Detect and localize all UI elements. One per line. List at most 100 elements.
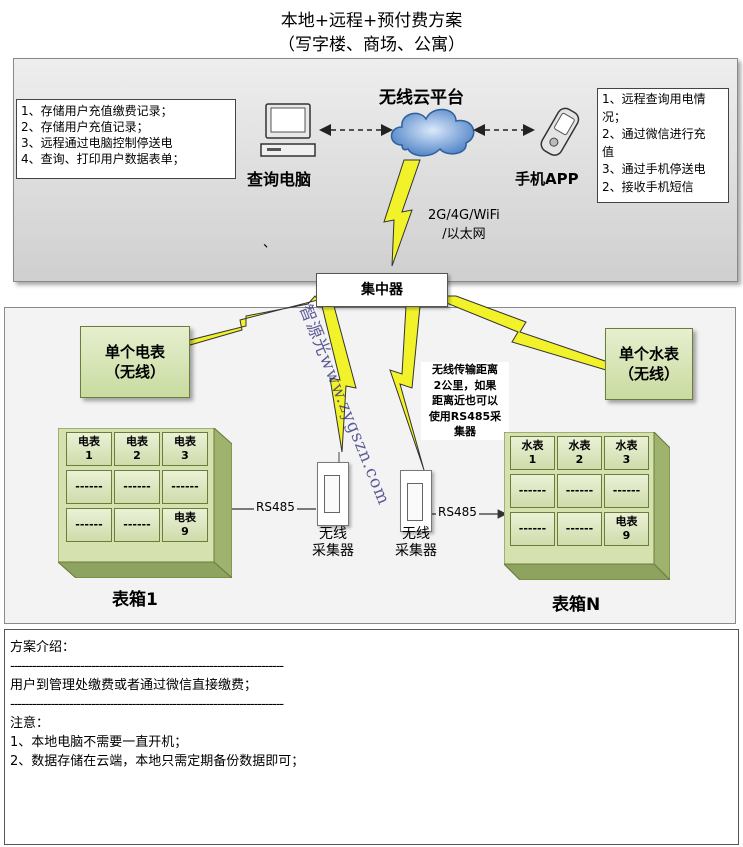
note-line: 无线传输距离 <box>432 363 498 376</box>
meter-cell-name: ------ <box>123 518 151 531</box>
network-line: /以太网 <box>442 227 486 242</box>
meter-cell-name: 电表 <box>78 435 100 448</box>
intro-note-1: 1、本地电脑不需要一直开机； <box>10 735 188 750</box>
intro-note-2: 2、数据存储在云端，本地只需定期备份数据即可； <box>10 754 305 769</box>
meter-label: 单个电表 <box>104 343 165 361</box>
note-line: 值 <box>602 144 615 159</box>
meter-cell: ------ <box>66 470 112 504</box>
meter-cell-number: 1 <box>85 449 93 462</box>
phone-icon <box>540 107 580 156</box>
note-line: 2、接收手机短信 <box>602 179 694 194</box>
lightning-bolt-icon <box>321 305 357 453</box>
note-line: 1、存储用户充值缴费记录； <box>21 104 173 118</box>
app-functions-note: 1、远程查询用电情 况； 2、通过微信进行充 值 3、通过手机停送电 2、接收手… <box>597 88 729 203</box>
note-line: 4、查询、打印用户数据表单； <box>21 152 185 166</box>
meter-cell-name: 水表 <box>521 439 544 452</box>
meter-cell-name: ------ <box>612 484 641 497</box>
meter-cell-number: 2 <box>133 449 141 462</box>
note-line: 3、远程通过电脑控制停送电 <box>21 136 173 150</box>
wireless-range-note: 无线传输距离 2公里，如果 距离近也可以 使用RS485采 集器 <box>421 362 509 440</box>
single-electric-meter: 单个电表 （无线） <box>80 326 190 398</box>
rs485-label-left: RS485 <box>254 500 297 514</box>
meter-cell-name: ------ <box>565 484 594 497</box>
meter-cell-number: 9 <box>181 525 189 538</box>
box1-label: 表箱1 <box>112 590 158 610</box>
meter-label: （无线） <box>618 365 679 383</box>
wireless-collector-2 <box>400 470 432 532</box>
meter-cell-number: 2 <box>575 453 584 466</box>
meter-label: 单个水表 <box>618 345 679 363</box>
meter-cell-number: 9 <box>622 529 631 542</box>
intro-note-heading: 注意： <box>10 716 50 731</box>
meter-cell-name: ------ <box>75 480 103 493</box>
meter-cell: ------ <box>604 474 649 508</box>
meter-cell-name: ------ <box>565 522 594 535</box>
note-line: 2、通过微信进行充 <box>602 127 706 141</box>
phone-label: 手机APP <box>515 170 579 188</box>
meter-cell: ------ <box>66 508 112 542</box>
note-line: 2公里，如果 <box>433 378 497 392</box>
wireless-collector-1 <box>317 462 349 526</box>
collector-2-label: 无线 采集器 <box>391 526 441 560</box>
collector-panel <box>407 483 423 521</box>
meter-cell-name: 水表 <box>615 439 638 452</box>
meter-cell: ------ <box>510 474 555 508</box>
meter-cell: ------ <box>557 512 602 546</box>
collector-label: 采集器 <box>312 543 354 559</box>
network-type-label: 2G/4G/WiFi /以太网 <box>428 206 500 244</box>
meter-cell-name: ------ <box>75 518 103 531</box>
divider-line: ----------------------------------------… <box>10 659 284 674</box>
meter-cell: ------ <box>557 474 602 508</box>
diagram-subtitle: （写字楼、商场、公寓） <box>278 35 465 55</box>
meter-cell-name: 电表 <box>174 511 196 524</box>
note-line: 集器 <box>454 425 476 438</box>
meter-cell-name: ------ <box>171 480 199 493</box>
meter-cell: ------ <box>114 508 160 542</box>
meter-cell-number: 3 <box>622 453 631 466</box>
scheme-intro-panel <box>4 629 739 845</box>
collector-label: 采集器 <box>395 543 437 559</box>
meter-cell-name: ------ <box>518 484 547 497</box>
computer-label: 查询电脑 <box>247 170 312 189</box>
meter-cell: ------ <box>114 470 160 504</box>
computer-functions-note: 1、存储用户充值缴费记录； 2、存储用户充值记录； 3、远程通过电脑控制停送电 … <box>16 99 236 179</box>
meter-cell-name: 电表 <box>615 515 638 528</box>
meter-cell-name: 电表 <box>126 435 148 448</box>
rs485-label-right: RS485 <box>436 505 479 519</box>
note-line: 况； <box>602 109 627 124</box>
meter-cell-number: 1 <box>528 453 537 466</box>
meter-label: （无线） <box>104 363 165 381</box>
diagram-title: 本地+远程+预付费方案 <box>280 11 463 31</box>
scheme-intro-text: 方案介绍： ----------------------------------… <box>10 638 304 771</box>
meter-cell-name: ------ <box>518 522 547 535</box>
meter-cell: ------ <box>510 512 555 546</box>
meter-cell-number: 3 <box>181 449 189 462</box>
cloud-label: 无线云平台 <box>379 88 464 108</box>
boxn-label: 表箱N <box>552 595 601 615</box>
lightning-bolt-icon <box>389 305 425 471</box>
stray-mark: 、 <box>263 236 277 251</box>
meter-cell-name: ------ <box>123 480 151 493</box>
note-line: 2、存储用户充值记录； <box>21 120 149 134</box>
collector-panel <box>324 475 340 513</box>
computer-icon <box>260 103 316 157</box>
note-line: 距离近也可以 <box>432 394 498 407</box>
concentrator-box: 集中器 <box>316 273 448 307</box>
single-water-meter: 单个水表 （无线） <box>605 328 693 400</box>
intro-payment: 用户到管理处缴费或者通过微信直接缴费； <box>10 678 258 693</box>
note-line: 1、远程查询用电情 <box>602 92 706 106</box>
note-line: 使用RS485采 <box>428 409 502 423</box>
meter-cell: ------ <box>162 470 208 504</box>
network-line: 2G/4G/WiFi <box>428 208 500 223</box>
